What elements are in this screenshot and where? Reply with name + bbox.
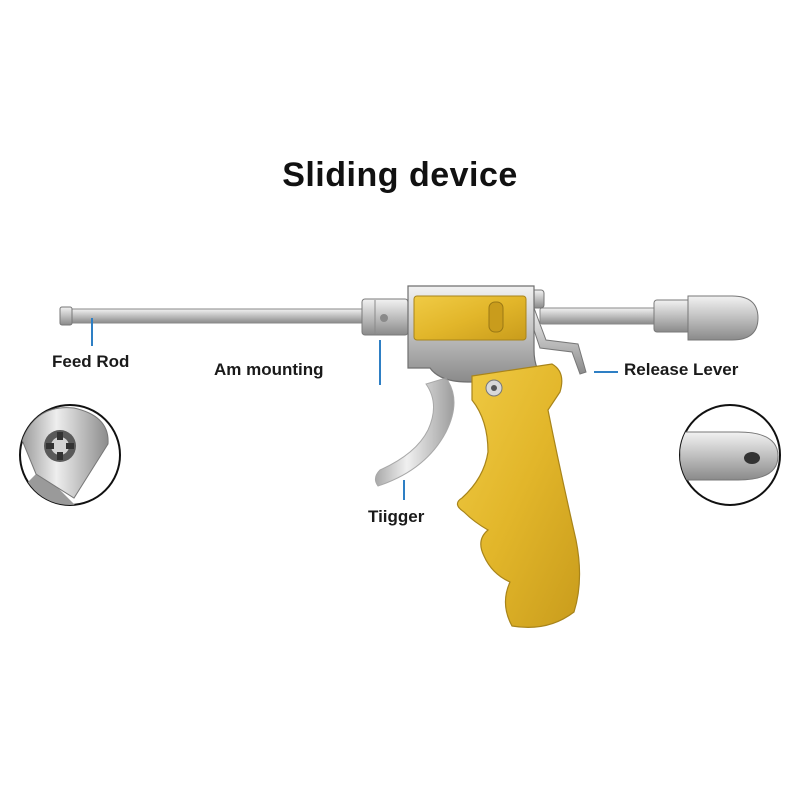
feed-rod-tip-detail bbox=[19, 404, 121, 506]
arm-mounting-collar bbox=[361, 298, 409, 336]
rear-knob-detail bbox=[679, 404, 781, 506]
label-arm-mounting: Am mounting bbox=[214, 360, 324, 379]
rear-knob bbox=[687, 295, 759, 341]
rear-rod bbox=[539, 299, 695, 333]
leader-lines bbox=[91, 318, 618, 500]
label-trigger: Tiigger bbox=[368, 507, 425, 526]
release-lever bbox=[527, 289, 587, 375]
trigger bbox=[374, 377, 455, 487]
label-release-lever: Release Lever bbox=[624, 360, 739, 379]
page-title: Sliding device bbox=[282, 156, 518, 194]
gold-slide-plate bbox=[413, 295, 527, 341]
label-feed-rod: Feed Rod bbox=[52, 352, 130, 371]
pistol-grip bbox=[456, 363, 581, 628]
feed-rod bbox=[59, 306, 383, 326]
